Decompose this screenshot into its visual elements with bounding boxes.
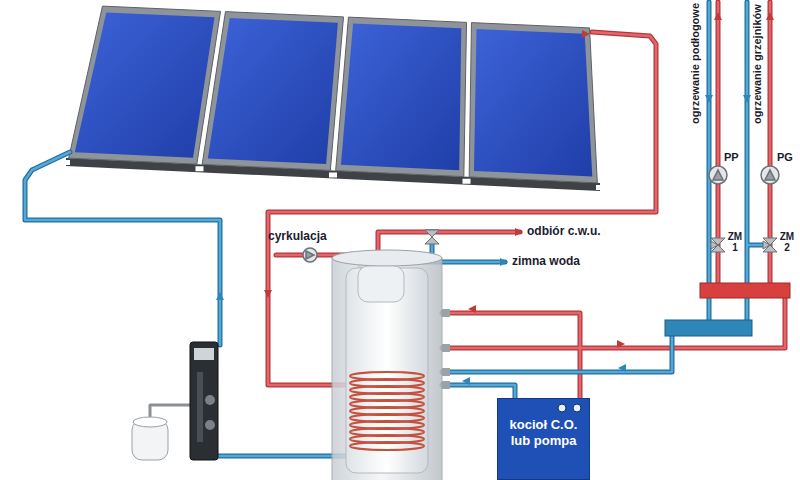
hot-pipe xyxy=(268,32,656,385)
supply-pipe xyxy=(718,2,770,283)
collector-clip xyxy=(62,160,70,165)
solar-collectors xyxy=(62,6,604,191)
expansion-vessel xyxy=(132,417,168,460)
outlet-label: odbiór c.w.u. xyxy=(527,225,601,239)
cold-pipe xyxy=(442,336,672,400)
circuit-label: ogrzewanie podłogowe xyxy=(689,3,702,124)
valve-label: ZM 2 xyxy=(779,232,795,253)
storage-tank xyxy=(332,250,450,480)
supply-pipe xyxy=(718,2,770,283)
cold-pipe xyxy=(442,336,672,400)
pump-label: PP xyxy=(724,151,739,164)
boiler-box: kocioł C.O. lub pompa xyxy=(497,398,590,480)
collector-clip xyxy=(329,173,337,178)
inlet-label: zimna woda xyxy=(512,255,580,269)
pump-label: PG xyxy=(777,151,793,164)
cold-pipe xyxy=(210,454,350,459)
coil-turn xyxy=(350,442,424,450)
circulation-label: cyrkulacja xyxy=(268,230,327,244)
collector-clip xyxy=(596,185,604,190)
supply-manifold xyxy=(700,283,790,298)
boiler-knobs xyxy=(555,402,585,414)
collector-clip xyxy=(463,179,471,184)
collector-frame xyxy=(336,17,467,177)
collector-frame xyxy=(69,6,221,164)
collector-glass xyxy=(341,23,461,170)
cold-pipe xyxy=(210,455,350,458)
circuit-label: ogrzewanie grzejników xyxy=(751,4,764,124)
hot-pipe xyxy=(442,298,785,400)
collector-clip xyxy=(196,166,204,171)
hot-pipe xyxy=(268,32,656,385)
collector-glass xyxy=(474,29,592,176)
vessel-pipe xyxy=(150,405,190,418)
valve-label: ZM 1 xyxy=(727,232,743,253)
pump-symbols xyxy=(303,166,779,262)
boiler-knob xyxy=(558,404,566,412)
cold-pipe xyxy=(25,152,220,345)
collector-glass xyxy=(75,12,215,157)
hot-pipe xyxy=(442,298,785,400)
collector-glass xyxy=(208,18,338,164)
return-manifold xyxy=(665,320,752,336)
valve-symbols xyxy=(425,230,777,252)
cold-pipe xyxy=(25,152,220,345)
collector-frame xyxy=(469,23,597,183)
boiler-label: kocioł C.O. lub pompa xyxy=(502,417,585,448)
collector-frame xyxy=(202,12,343,171)
boiler-knob xyxy=(573,404,581,412)
pump-station xyxy=(190,342,218,460)
